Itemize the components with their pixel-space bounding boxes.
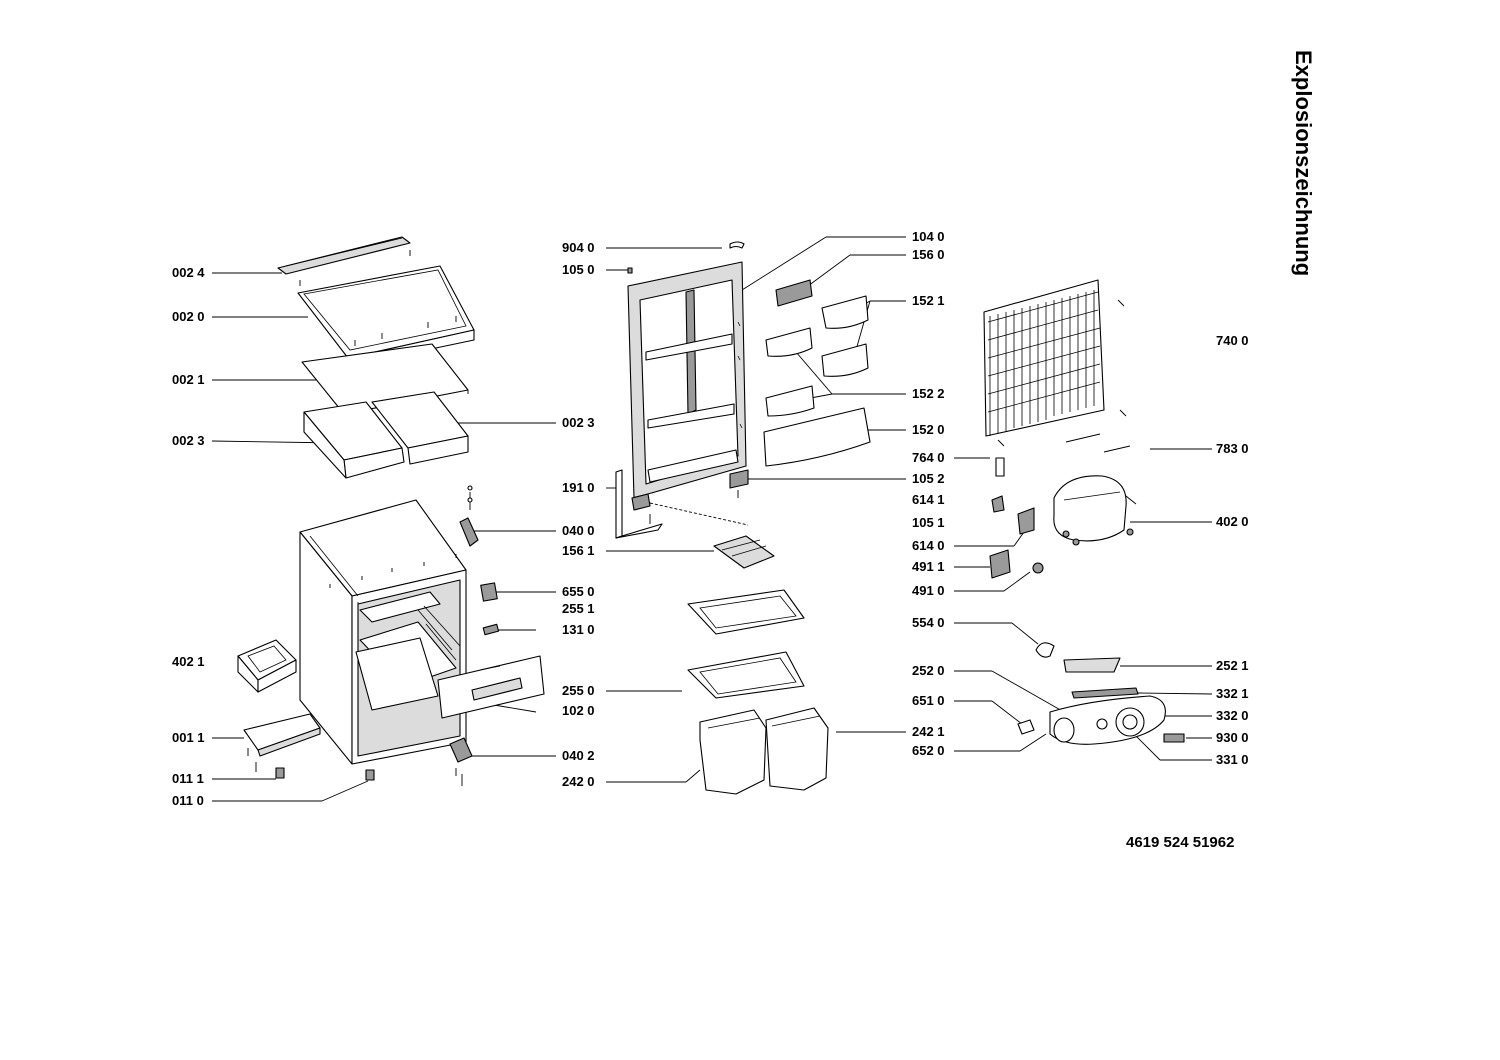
document-number: 4619 524 51962 <box>1126 834 1235 851</box>
part-label-3320: 332 0 <box>1216 708 1249 723</box>
part-label-1020: 102 0 <box>562 703 595 718</box>
part-label-7830: 783 0 <box>1216 441 1249 456</box>
part-label-5540: 554 0 <box>912 615 945 630</box>
door-hinges-center <box>631 469 749 524</box>
door-hinge-top <box>459 485 479 547</box>
part-label-6141: 614 1 <box>912 492 945 507</box>
part-label-1521: 152 1 <box>912 293 945 308</box>
part-label-0111: 011 1 <box>172 771 204 786</box>
egg-trays <box>713 279 813 569</box>
part-label-2421: 242 1 <box>912 724 945 739</box>
part-label-1520: 152 0 <box>912 422 945 437</box>
part-label-4911: 491 1 <box>912 559 945 574</box>
crisper-drawers <box>699 707 829 795</box>
part-label-3321: 332 1 <box>1216 686 1249 701</box>
part-label-0400: 040 0 <box>562 523 595 538</box>
part-label-0011: 001 1 <box>172 730 205 745</box>
part-label-1052: 105 2 <box>912 471 945 486</box>
part-label-6550: 655 0 <box>562 584 595 599</box>
part-label-2550: 255 0 <box>562 683 595 698</box>
crisper-cover <box>437 655 545 719</box>
part-label-9040: 904 0 <box>562 240 595 255</box>
part-label-0402: 040 2 <box>562 748 595 763</box>
part-label-1561: 156 1 <box>562 543 595 558</box>
door-shelves <box>763 295 871 467</box>
part-label-9300: 930 0 <box>1216 730 1249 745</box>
part-label-2520: 252 0 <box>912 663 945 678</box>
small-parts-left <box>449 582 500 786</box>
part-label-1522: 152 2 <box>912 386 945 401</box>
compressor-parts <box>989 457 1137 579</box>
part-label-0023-right: 002 3 <box>562 415 595 430</box>
feet-and-rails <box>237 639 375 781</box>
insulation-blocks <box>303 391 469 479</box>
part-label-6520: 652 0 <box>912 743 945 758</box>
part-label-7640: 764 0 <box>912 450 945 465</box>
part-label-1560: 156 0 <box>912 247 945 262</box>
part-label-2420: 242 0 <box>562 774 595 789</box>
part-label-1310: 131 0 <box>562 622 595 637</box>
part-label-0020: 002 0 <box>172 309 205 324</box>
condenser <box>983 279 1131 453</box>
part-label-1040: 104 0 <box>912 229 945 244</box>
part-label-2551: 255 1 <box>562 601 595 616</box>
part-label-0023-left: 002 3 <box>172 433 205 448</box>
worktop-rail <box>277 236 411 286</box>
part-label-1910: 191 0 <box>562 480 595 495</box>
door-gasket <box>615 469 663 539</box>
leader-lines <box>211 236 1213 802</box>
thermostat-housing <box>1017 642 1185 745</box>
part-label-0024: 002 4 <box>172 265 205 280</box>
part-label-4021: 402 1 <box>172 654 205 669</box>
part-label-6140: 614 0 <box>912 538 945 553</box>
door-inner-liner <box>627 241 747 499</box>
cabinet <box>299 499 467 765</box>
part-label-0021: 002 1 <box>172 372 205 387</box>
part-label-0110: 011 0 <box>172 793 204 808</box>
part-label-1050: 105 0 <box>562 262 595 277</box>
part-label-7400: 740 0 <box>1216 333 1249 348</box>
part-label-4020: 402 0 <box>1216 514 1249 529</box>
part-label-4910: 491 0 <box>912 583 945 598</box>
drawing-title: Explosionszeichnung <box>1291 50 1316 277</box>
glass-shelves <box>687 589 805 699</box>
part-label-1051: 105 1 <box>912 515 945 530</box>
part-label-6510: 651 0 <box>912 693 945 708</box>
part-label-2521: 252 1 <box>1216 658 1249 673</box>
part-label-3310: 331 0 <box>1216 752 1249 767</box>
